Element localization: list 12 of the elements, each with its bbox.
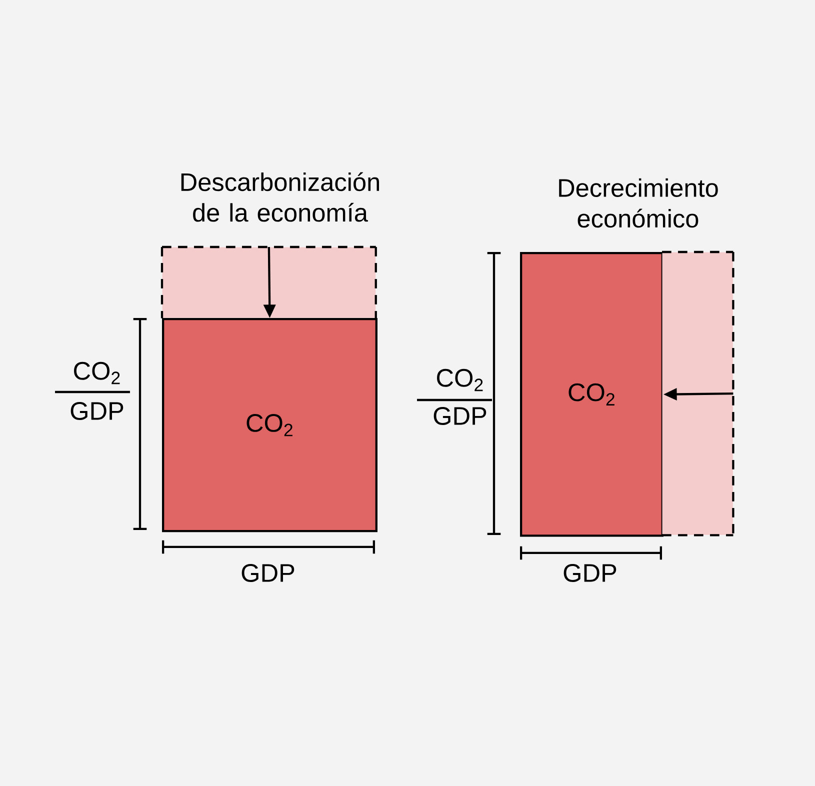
label: Descarbonización de la economía (181, 172, 379, 222)
co2-rectangle: CO$_{2}$ (162, 318, 378, 532)
dashed-rectangle (160, 246, 377, 318)
label: CO$_{2}$ (74, 362, 120, 384)
dashed-rectangle (662, 250, 734, 536)
label: GDP (434, 407, 486, 425)
co2-rectangle: CO$_{2}$ (520, 252, 664, 537)
label: GDP (242, 564, 294, 582)
label: Decrecimiento económico (559, 178, 718, 228)
label: GDP (70, 402, 124, 420)
label: GDP (564, 564, 616, 582)
label: CO$_{2}$ (437, 368, 483, 392)
